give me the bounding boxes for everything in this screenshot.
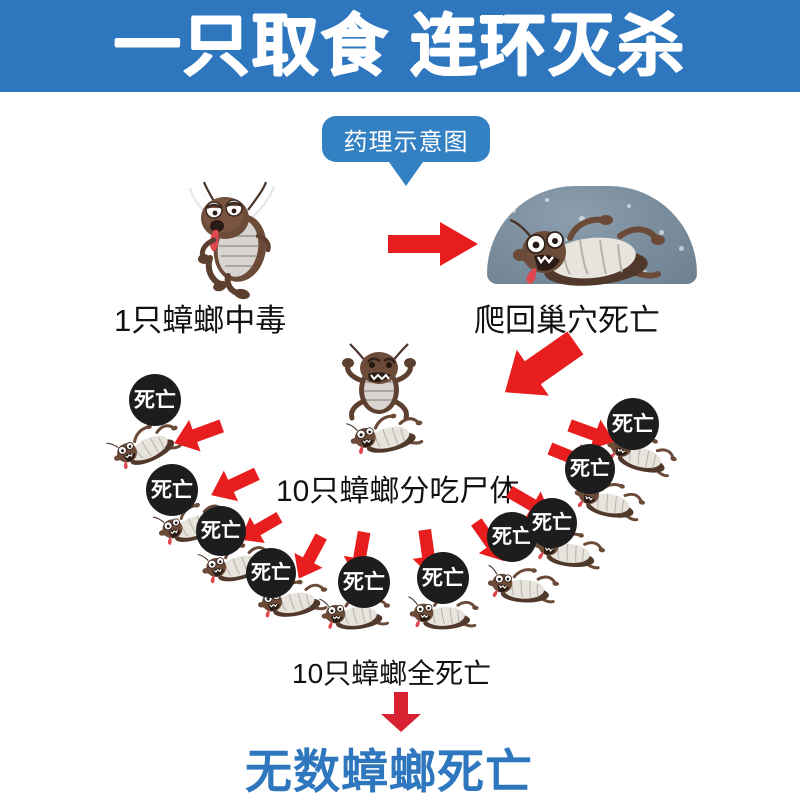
final-callout-text: 无数蟑螂死亡 [245, 745, 533, 798]
death-badge-label: 死亡 [492, 526, 532, 548]
death-badge: 死亡 [196, 506, 246, 556]
roach-dead-center-3-icon [479, 559, 564, 615]
death-badge-label: 死亡 [151, 478, 193, 502]
roach-dead-left-1-icon [101, 412, 192, 482]
death-badge-label: 死亡 [612, 412, 654, 436]
live-cockroach-icon [340, 343, 418, 422]
swarm-arrow-2 [203, 457, 266, 513]
roach-dead-center-2-icon [403, 591, 482, 638]
death-badge: 死亡 [246, 548, 296, 598]
death-badge: 死亡 [417, 552, 469, 604]
sick-cockroach-icon [170, 178, 290, 300]
death-badge: 死亡 [607, 398, 659, 450]
death-badge: 死亡 [146, 464, 198, 516]
roach-dead-center-1-icon [315, 591, 394, 638]
death-badge: 死亡 [565, 444, 615, 494]
step-4-caption: 10只蟑螂全死亡 [292, 658, 492, 689]
arrow-final [381, 692, 421, 732]
swarm-arrow-1 [167, 408, 229, 461]
arrow-step2-to-swarm [495, 331, 587, 401]
death-badge-label: 死亡 [251, 562, 291, 584]
swarm-arrow-10 [563, 409, 620, 458]
death-badge-label: 死亡 [134, 388, 176, 412]
roach-dead-center-upper-icon [341, 406, 431, 464]
callout-bubble: 药理示意图 [322, 116, 490, 162]
diagram-callout: 药理示意图 [322, 116, 490, 186]
arrow-step1-to-step2 [388, 222, 478, 266]
callout-label: 药理示意图 [343, 128, 469, 156]
death-badge: 死亡 [338, 556, 390, 608]
death-badge-label: 死亡 [570, 458, 610, 480]
death-badge-label: 死亡 [532, 512, 572, 534]
callout-tail-icon [389, 162, 423, 186]
header-banner: 一只取食 连环灭杀 [0, 0, 800, 92]
step-3-caption: 10只蟑螂分吃尸体 [276, 475, 520, 508]
death-badge: 死亡 [129, 374, 181, 426]
dead-cockroach-in-nest-icon [500, 212, 680, 296]
swarm-arrow-3 [232, 503, 288, 555]
death-badge-label: 死亡 [343, 570, 385, 594]
death-badge-label: 死亡 [422, 566, 464, 590]
death-badge-label: 死亡 [201, 520, 241, 542]
step-1-caption: 1只蟑螂中毒 [114, 303, 287, 338]
death-badge: 死亡 [527, 498, 577, 548]
swarm-arrow-4 [283, 528, 336, 587]
banner-title: 一只取食 连环灭杀 [113, 8, 687, 84]
